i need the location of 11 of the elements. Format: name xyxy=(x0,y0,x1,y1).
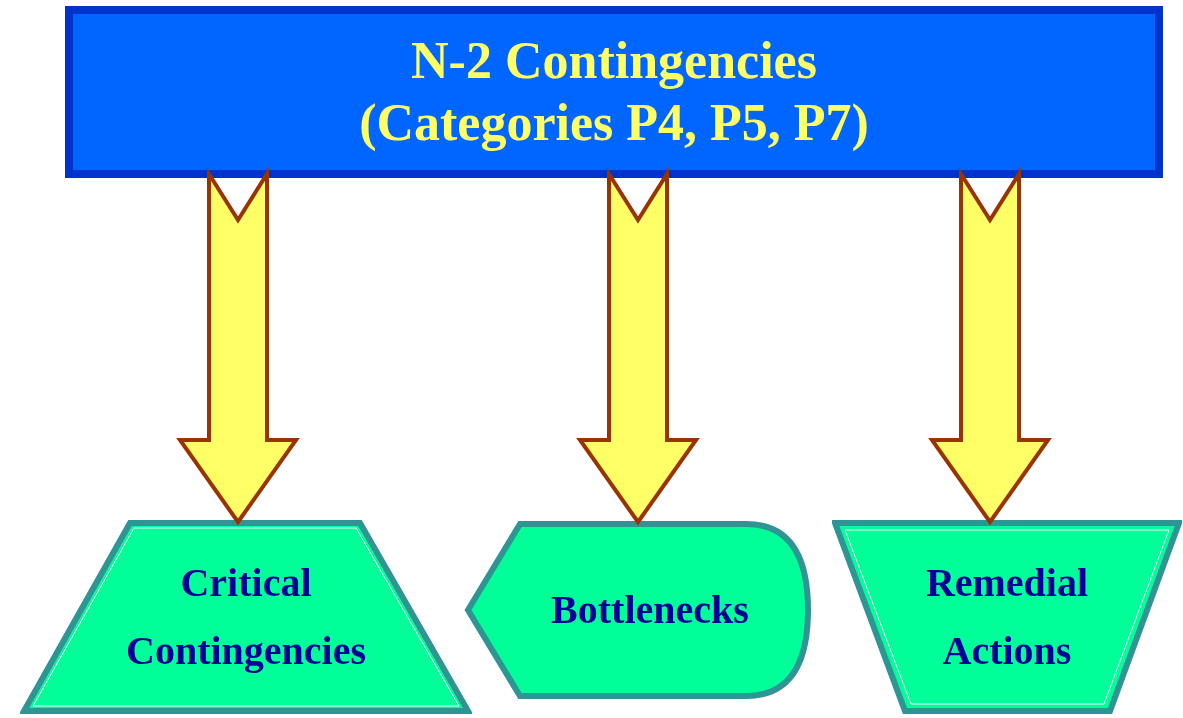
trapezoid-shape xyxy=(20,520,472,714)
display-shape xyxy=(464,520,812,700)
node-label: Remedial Actions xyxy=(924,559,1090,675)
node-label: Bottlenecks xyxy=(550,586,749,634)
title-text: N-2 Contingencies (Categories P4, P5, P7) xyxy=(358,31,870,153)
trapezoid-shape xyxy=(832,520,1182,714)
node-label: Critical Contingencies xyxy=(125,559,367,675)
block-arrow xyxy=(928,167,1052,526)
block-arrow xyxy=(176,167,300,526)
block-arrow xyxy=(576,167,700,526)
title-banner xyxy=(65,6,1163,178)
